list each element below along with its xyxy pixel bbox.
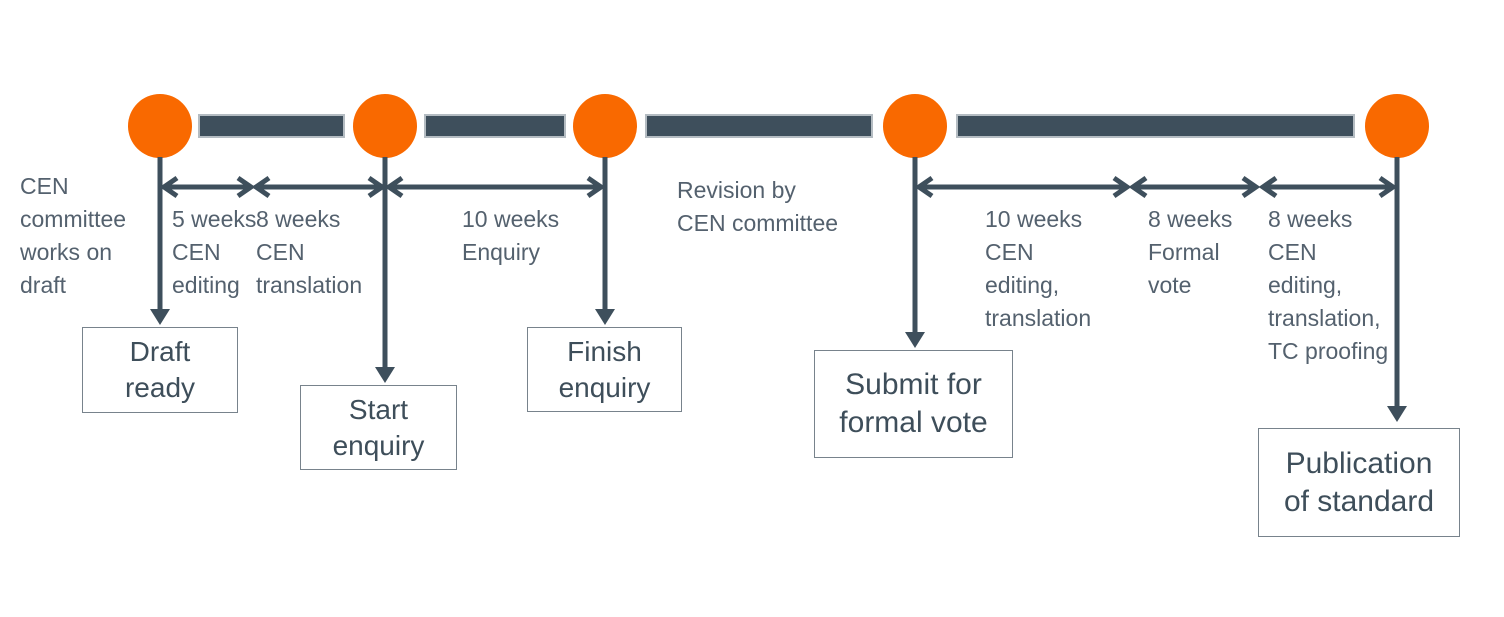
milestone-label: Finish enquiry [558,335,651,403]
timeline-bar-2 [424,114,566,138]
timeline-bar-4 [956,114,1355,138]
down-arrow-start-enquiry [375,157,395,383]
milestone-label: Draft ready [124,336,196,403]
duration-arrow-enquiry [384,175,606,199]
duration-label-cen-translation: 8 weeks CEN translation [256,206,363,298]
milestone-label: Submit for formal vote [839,368,988,439]
timeline-bar-3 [645,114,873,138]
milestone-box-start-enquiry: Start enquiry [300,385,457,470]
duration-arrow-editing-translation-proofing [1258,175,1398,199]
timeline-node-5 [1365,94,1429,158]
down-arrow-finish-enquiry [595,157,615,325]
milestone-label: Publication of standard [1283,446,1435,518]
duration-label-cen-editing: 5 weeks CEN editing [172,206,257,298]
duration-label-enquiry: 10 weeks Enquiry [462,206,560,265]
duration-label-cen-editing-translation: 10 weeks CEN editing, translation [985,206,1092,331]
duration-label-formal-vote: 8 weeks Formal vote [1148,206,1233,298]
timeline-node-3 [573,94,637,158]
milestone-box-publication: Publication of standard [1258,428,1460,537]
revision-note: Revision by CEN committee [677,177,839,236]
duration-arrow-cen-editing [159,175,256,199]
timeline-node-1 [128,94,192,158]
duration-arrow-formal-vote [1128,175,1261,199]
duration-arrow-cen-translation [251,175,387,199]
milestone-box-draft-ready: Draft ready [82,327,238,413]
milestone-label: Start enquiry [332,393,425,461]
duration-arrow-cen-editing-translation [914,175,1132,199]
intro-note: CEN committee works on draft [20,173,127,298]
down-arrow-publication [1387,157,1407,422]
timeline-node-4 [883,94,947,158]
duration-label-editing-translation-proofing: 8 weeks CEN editing, translation, TC pro… [1268,206,1389,364]
milestone-box-finish-enquiry: Finish enquiry [527,327,682,412]
timeline-node-2 [353,94,417,158]
down-arrow-draft-ready [150,157,170,325]
timeline-bar-1 [198,114,345,138]
down-arrow-submit-formal-vote [905,157,925,348]
milestone-box-submit-formal-vote: Submit for formal vote [814,350,1013,458]
